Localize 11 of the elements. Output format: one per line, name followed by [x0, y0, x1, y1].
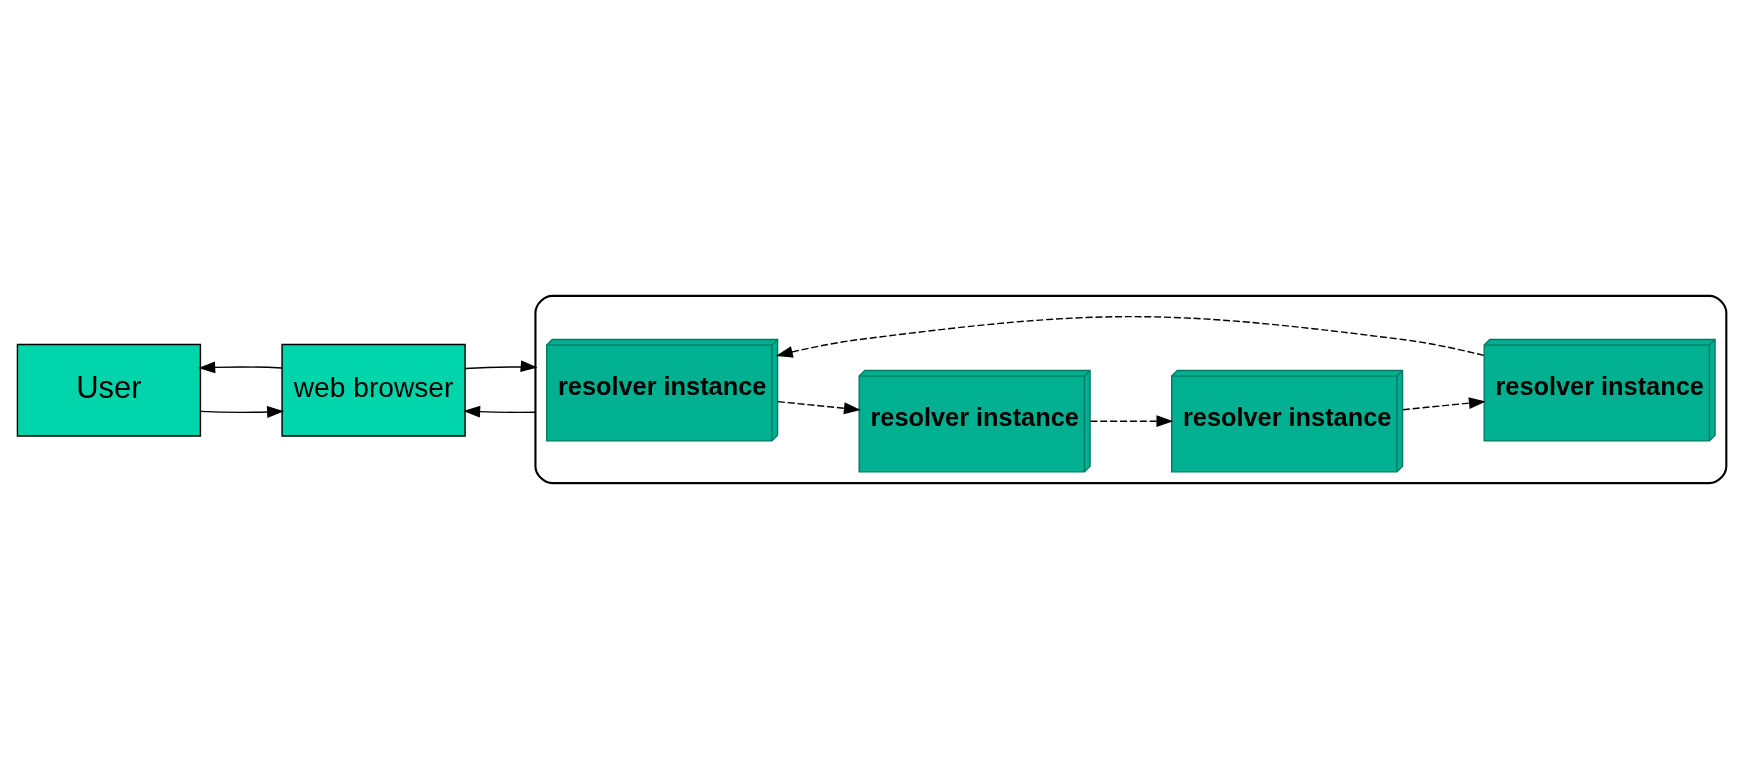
- cluster: [534, 294, 1728, 484]
- arrow: [777, 400, 861, 414]
- arrow: [1089, 414, 1174, 427]
- arrow: [463, 405, 537, 418]
- arrow: [464, 359, 538, 372]
- arrow: [198, 360, 283, 373]
- arrow: [775, 315, 1485, 358]
- node-box: User: [16, 343, 202, 437]
- arrow: [199, 405, 284, 418]
- arrow: [1402, 396, 1486, 410]
- node-box: web browser: [281, 343, 466, 437]
